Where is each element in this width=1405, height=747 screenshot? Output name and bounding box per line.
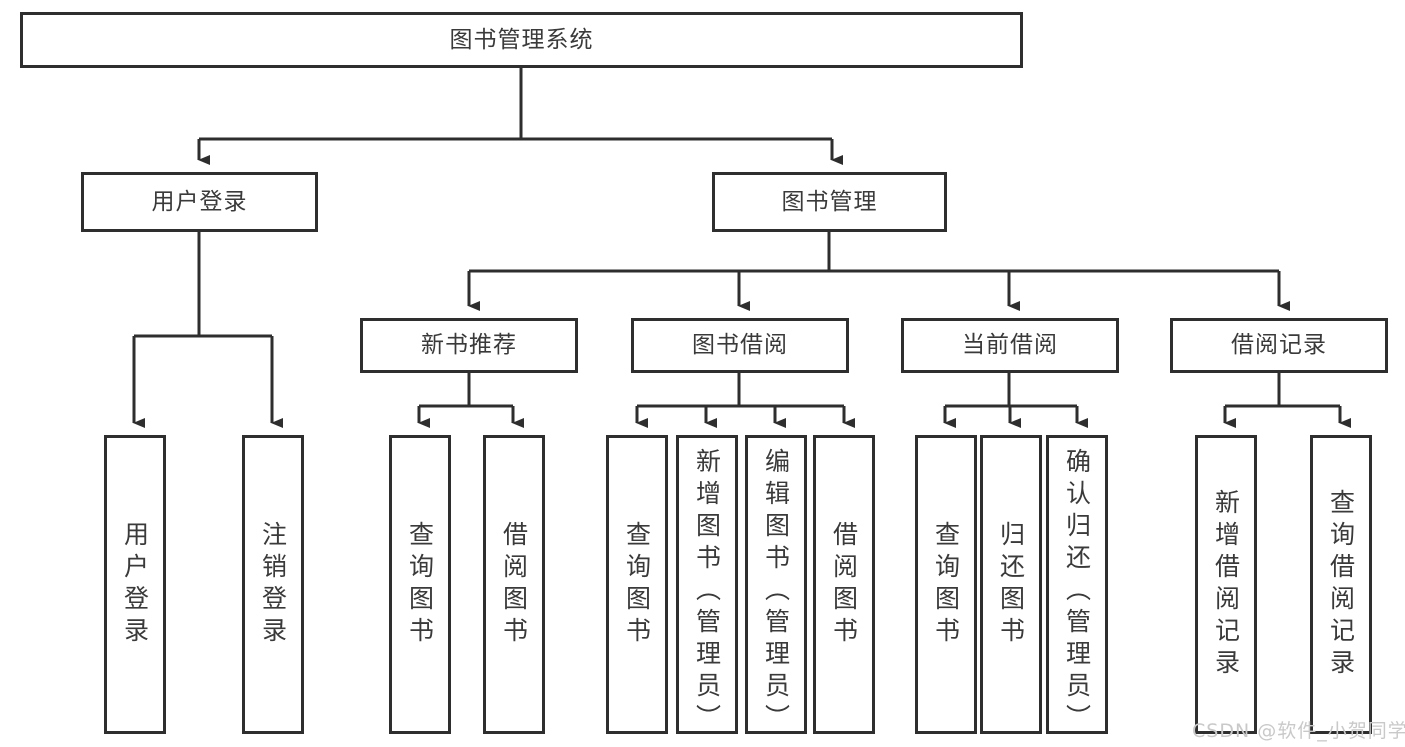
csdn-watermark: CSDN @软件_小贺同学 bbox=[1192, 720, 1405, 742]
leaf-query-book-current[interactable]: 查询图书 bbox=[915, 435, 977, 734]
leaf-query-book-recommend[interactable]: 查询图书 bbox=[389, 435, 451, 734]
leaf-logout-login[interactable]: 注销登录 bbox=[242, 435, 304, 734]
node-label: 查询图书 bbox=[931, 520, 961, 649]
leaf-add-book-admin[interactable]: 新增图书（管理员） bbox=[676, 435, 738, 736]
leaf-query-book-borrow[interactable]: 查询图书 bbox=[606, 435, 668, 734]
node-label: 新增图书（管理员） bbox=[692, 448, 722, 736]
node-label: 新书推荐 bbox=[421, 332, 517, 359]
leaf-add-borrow-record[interactable]: 新增借阅记录 bbox=[1195, 435, 1257, 734]
node-label: 用户登录 bbox=[120, 520, 150, 649]
node-label: 查询图书 bbox=[622, 520, 652, 649]
node-new-book-recommend[interactable]: 新书推荐 bbox=[360, 318, 578, 373]
node-user-login[interactable]: 用户登录 bbox=[81, 172, 318, 232]
node-current-borrow[interactable]: 当前借阅 bbox=[901, 318, 1119, 373]
leaf-borrow-book-recommend[interactable]: 借阅图书 bbox=[483, 435, 545, 734]
node-root-system[interactable]: 图书管理系统 bbox=[20, 12, 1023, 68]
node-label: 确认归还（管理员） bbox=[1062, 448, 1092, 736]
node-label: 查询图书 bbox=[405, 520, 435, 649]
node-label: 图书管理 bbox=[781, 188, 878, 215]
leaf-user-login[interactable]: 用户登录 bbox=[104, 435, 166, 734]
node-label: 图书借阅 bbox=[692, 332, 788, 359]
node-book-borrow[interactable]: 图书借阅 bbox=[631, 318, 849, 373]
node-label: 编辑图书（管理员） bbox=[761, 448, 791, 736]
node-book-management[interactable]: 图书管理 bbox=[712, 172, 947, 232]
leaf-edit-book-admin[interactable]: 编辑图书（管理员） bbox=[745, 435, 807, 736]
node-label: 归还图书 bbox=[996, 520, 1026, 649]
node-label: 新增借阅记录 bbox=[1211, 488, 1241, 681]
node-label: 查询借阅记录 bbox=[1326, 488, 1356, 681]
node-label: 注销登录 bbox=[258, 520, 288, 649]
leaf-confirm-return-admin[interactable]: 确认归还（管理员） bbox=[1046, 435, 1108, 736]
node-label: 借阅图书 bbox=[499, 520, 529, 649]
leaf-query-borrow-record[interactable]: 查询借阅记录 bbox=[1310, 435, 1372, 734]
leaf-borrow-book[interactable]: 借阅图书 bbox=[813, 435, 875, 734]
node-label: 借阅记录 bbox=[1231, 332, 1327, 359]
node-borrow-record[interactable]: 借阅记录 bbox=[1170, 318, 1388, 373]
node-label: 借阅图书 bbox=[829, 520, 859, 649]
node-label: 图书管理系统 bbox=[449, 26, 594, 53]
node-label: 当前借阅 bbox=[962, 332, 1058, 359]
node-label: 用户登录 bbox=[151, 188, 248, 215]
leaf-return-book[interactable]: 归还图书 bbox=[980, 435, 1042, 734]
